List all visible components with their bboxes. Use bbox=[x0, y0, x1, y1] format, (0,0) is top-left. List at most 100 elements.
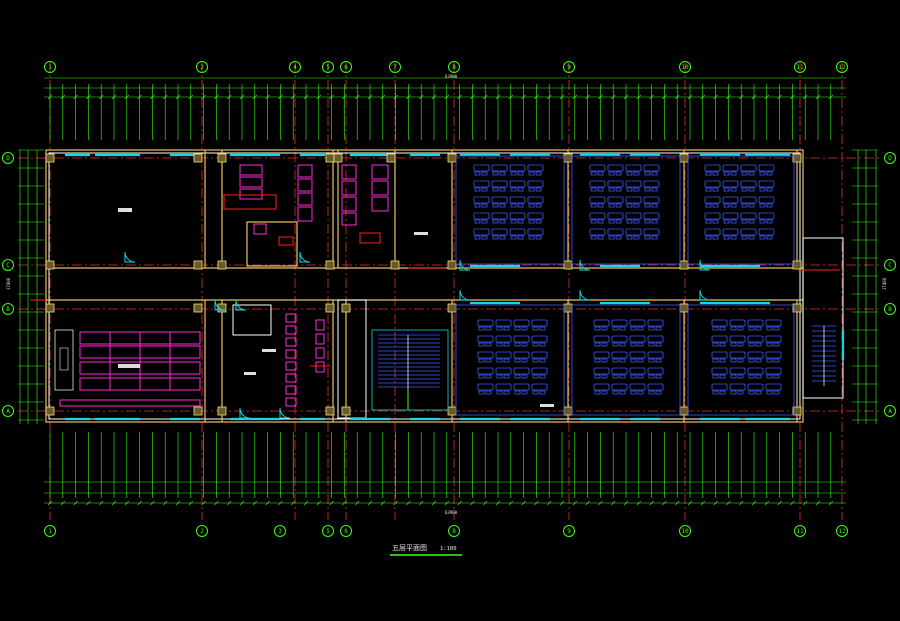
student-chair bbox=[655, 342, 662, 347]
student-chair bbox=[723, 235, 730, 240]
student-desk bbox=[729, 367, 746, 375]
drawing-scale: 1:100 bbox=[440, 546, 457, 552]
axis-lines bbox=[18, 62, 880, 520]
student-chair bbox=[737, 390, 744, 395]
toilet-stall bbox=[371, 164, 389, 180]
student-desk bbox=[747, 335, 764, 343]
structural-column bbox=[390, 260, 400, 270]
student-chair bbox=[496, 390, 503, 395]
grid-bubble-label: A bbox=[6, 408, 10, 415]
structural-column bbox=[217, 153, 227, 163]
student-chair bbox=[539, 326, 546, 331]
student-desk bbox=[495, 351, 512, 359]
student-chair bbox=[510, 219, 517, 224]
student-desk bbox=[513, 335, 530, 343]
student-desk bbox=[477, 383, 494, 391]
dimension-tick bbox=[713, 94, 718, 100]
dimension-tick bbox=[431, 94, 437, 100]
student-chair bbox=[503, 326, 510, 331]
student-desk bbox=[647, 351, 664, 359]
student-chair bbox=[594, 390, 601, 395]
student-chair bbox=[748, 390, 755, 395]
student-chair bbox=[766, 390, 773, 395]
grid-bubble-label: 11 bbox=[796, 528, 804, 535]
student-desk bbox=[625, 180, 642, 188]
dimension-tick bbox=[47, 500, 53, 506]
student-desk bbox=[531, 335, 548, 343]
student-chair bbox=[521, 342, 528, 347]
student-desk bbox=[722, 212, 739, 220]
student-chair bbox=[615, 219, 622, 224]
student-chair bbox=[644, 219, 651, 224]
student-desk bbox=[647, 335, 664, 343]
dimension-tick bbox=[124, 94, 130, 100]
student-chair bbox=[648, 374, 655, 379]
grid-bubble-label: C bbox=[888, 262, 892, 269]
student-chair bbox=[712, 326, 719, 331]
student-chair bbox=[612, 374, 619, 379]
student-chair bbox=[741, 235, 748, 240]
grid-bubble-label: 11 bbox=[796, 64, 804, 71]
grid-bubble-label: 1 bbox=[48, 64, 52, 71]
grid-bubble-circle bbox=[44, 525, 56, 537]
dimension-tick bbox=[137, 94, 142, 100]
dimension-tick bbox=[150, 500, 155, 506]
drawing-title: 五层平面图 bbox=[392, 544, 427, 552]
student-chair bbox=[499, 235, 506, 240]
student-chair bbox=[712, 342, 719, 347]
dimension-tick bbox=[559, 94, 565, 100]
student-desk bbox=[643, 196, 660, 204]
student-chair bbox=[766, 342, 773, 347]
dimension-tick bbox=[790, 500, 795, 506]
dimension-tick bbox=[329, 94, 334, 100]
student-chair bbox=[766, 374, 773, 379]
dimension-tick bbox=[214, 500, 219, 506]
grid-bubble-label: 9 bbox=[567, 64, 571, 71]
student-chair bbox=[612, 326, 619, 331]
student-desk bbox=[765, 335, 782, 343]
structural-column bbox=[447, 153, 457, 163]
student-desk bbox=[704, 196, 721, 204]
student-desk bbox=[625, 196, 642, 204]
dimension-tick bbox=[662, 94, 667, 100]
student-chair bbox=[741, 187, 748, 192]
student-chair bbox=[517, 171, 524, 176]
grid-bubble-circle bbox=[794, 525, 806, 537]
dimension-tick bbox=[534, 500, 539, 506]
student-chair bbox=[492, 235, 499, 240]
student-chair bbox=[601, 326, 608, 331]
student-chair bbox=[741, 171, 748, 176]
student-chair bbox=[730, 374, 737, 379]
dimension-tick bbox=[124, 500, 130, 506]
grid-bubble-circle bbox=[196, 61, 208, 73]
student-chair bbox=[601, 342, 608, 347]
structural-column bbox=[563, 260, 573, 270]
student-desk bbox=[589, 180, 606, 188]
student-chair bbox=[712, 358, 719, 363]
dimension-tick bbox=[252, 500, 258, 506]
dimension-tick bbox=[406, 94, 411, 100]
student-desk bbox=[643, 228, 660, 236]
grid-bubble-bottom: 9 bbox=[563, 525, 575, 537]
student-chair bbox=[630, 374, 637, 379]
student-desk bbox=[747, 319, 764, 327]
grid-bubble-top: 7 bbox=[389, 61, 401, 73]
student-chair bbox=[633, 171, 640, 176]
grid-bubble-top: 8 bbox=[448, 61, 460, 73]
dimension-tick bbox=[585, 94, 590, 100]
student-desk bbox=[765, 351, 782, 359]
dimension-tick bbox=[290, 94, 296, 100]
structural-column bbox=[45, 303, 55, 313]
student-chair bbox=[644, 171, 651, 176]
student-chair bbox=[485, 358, 492, 363]
grid-bubble-label: 6 bbox=[344, 528, 348, 535]
student-desk bbox=[607, 196, 624, 204]
dimension-tick bbox=[559, 500, 565, 506]
door-markers bbox=[30, 194, 840, 367]
student-chair bbox=[474, 187, 481, 192]
grid-bubble-bottom: 2 bbox=[196, 525, 208, 537]
student-chair bbox=[601, 374, 608, 379]
student-chair bbox=[492, 219, 499, 224]
student-desk bbox=[611, 351, 628, 359]
student-chair bbox=[737, 326, 744, 331]
